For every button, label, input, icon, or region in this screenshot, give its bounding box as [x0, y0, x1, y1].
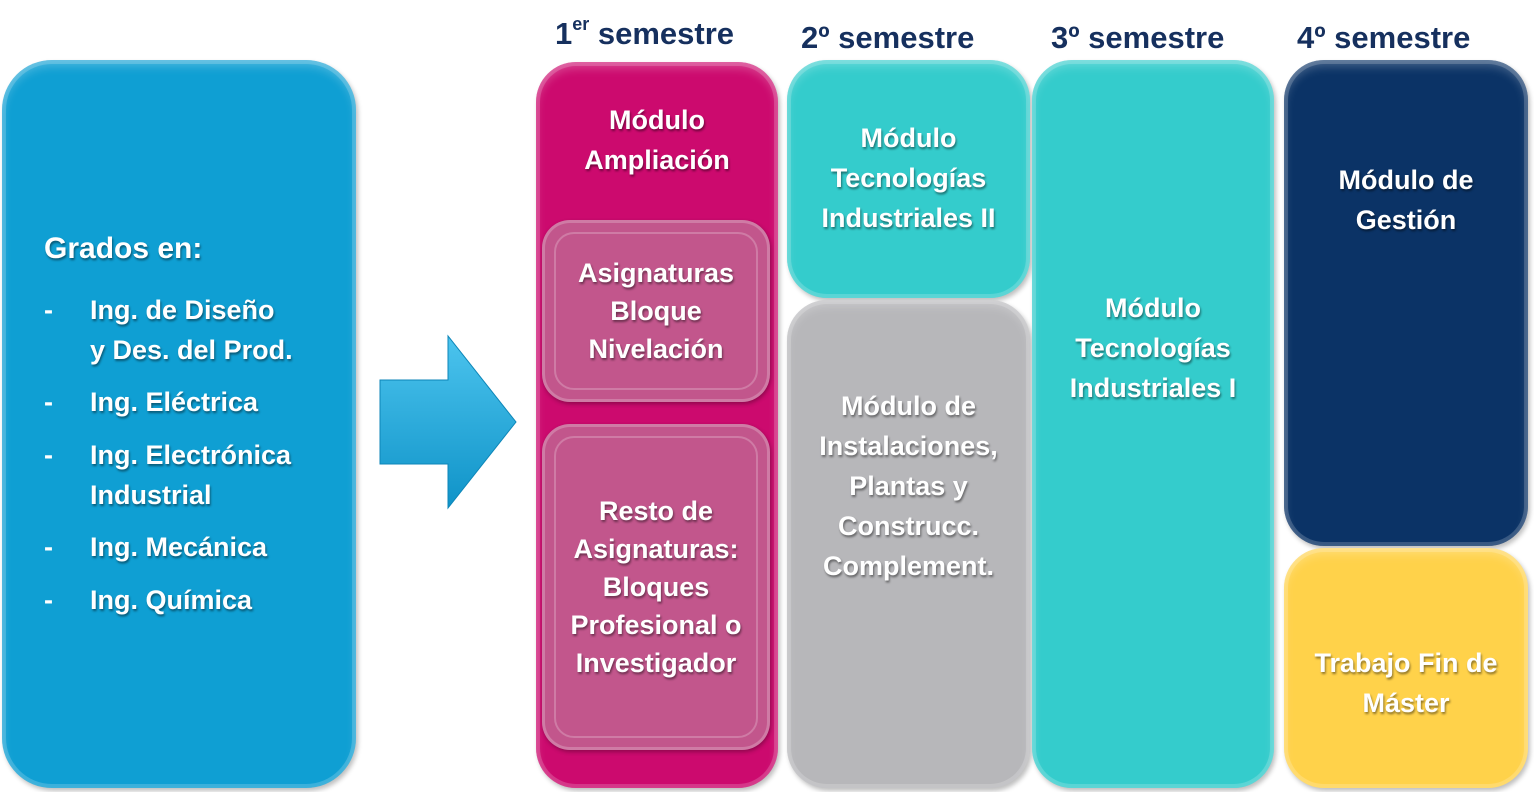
modulo-tecnologias-i-label: Módulo Tecnologías Industriales I: [1069, 293, 1237, 403]
grados-item-electrica: Ing. Eléctrica: [90, 387, 259, 417]
semester-1-word: semestre: [597, 16, 735, 51]
trabajo-fin-master-box: Trabajo Fin de Máster: [1284, 548, 1528, 788]
modulo-ampliacion-label: Módulo Ampliación: [584, 105, 730, 175]
right-arrow-icon: [379, 334, 517, 510]
grados-dash-1: -: [44, 295, 53, 325]
grados-dash-3: -: [44, 440, 53, 470]
grados-dash-2: -: [44, 387, 53, 417]
resto-asignaturas-label: Resto de Asignaturas: Bloques Profesiona…: [570, 496, 742, 678]
semester-4-header: 4º semestre: [1297, 20, 1471, 55]
resto-asignaturas-frame: [554, 436, 758, 738]
grados-box: [2, 60, 356, 788]
modulo-tecnologias-i-box: Módulo Tecnologías Industriales I: [1032, 60, 1274, 788]
grados-dash-5: -: [44, 585, 53, 615]
modulo-instalaciones-label: Módulo de Instalaciones, Plantas y Const…: [819, 391, 998, 581]
trabajo-fin-master-label: Trabajo Fin de Máster: [1314, 648, 1498, 718]
grados-item-diseno: Ing. de Diseño y Des. del Prod.: [90, 295, 293, 365]
resto-asignaturas-box: Resto de Asignaturas: Bloques Profesiona…: [542, 424, 770, 750]
semester-1-superscript: er: [572, 14, 590, 34]
semester-1-header: 1er semestre: [555, 14, 735, 52]
semester-2-header: 2º semestre: [801, 20, 975, 55]
modulo-gestion-box: Módulo de Gestión: [1284, 60, 1528, 546]
bloque-nivelacion-frame: [554, 232, 758, 390]
semester-3-header: 3º semestre: [1051, 20, 1225, 55]
grados-item-mecanica: Ing. Mecánica: [90, 532, 268, 562]
grados-item-quimica: Ing. Química: [90, 585, 253, 615]
bloque-nivelacion-label: Asignaturas Bloque Nivelación: [577, 258, 735, 364]
modulo-gestion-label: Módulo de Gestión: [1338, 165, 1474, 235]
bloque-nivelacion-box: Asignaturas Bloque Nivelación: [542, 220, 770, 402]
modulo-tecnologias-ii-box: Módulo Tecnologías Industriales II: [787, 60, 1030, 298]
modulo-instalaciones-box: Módulo de Instalaciones, Plantas y Const…: [787, 300, 1030, 788]
grados-title: Grados en:: [44, 232, 203, 265]
grados-item-electronica: Ing. Electrónica Industrial: [90, 440, 292, 510]
semester-1-number: 1: [555, 16, 573, 51]
modulo-tecnologias-ii-label: Módulo Tecnologías Industriales II: [821, 123, 996, 233]
grados-dash-4: -: [44, 532, 53, 562]
